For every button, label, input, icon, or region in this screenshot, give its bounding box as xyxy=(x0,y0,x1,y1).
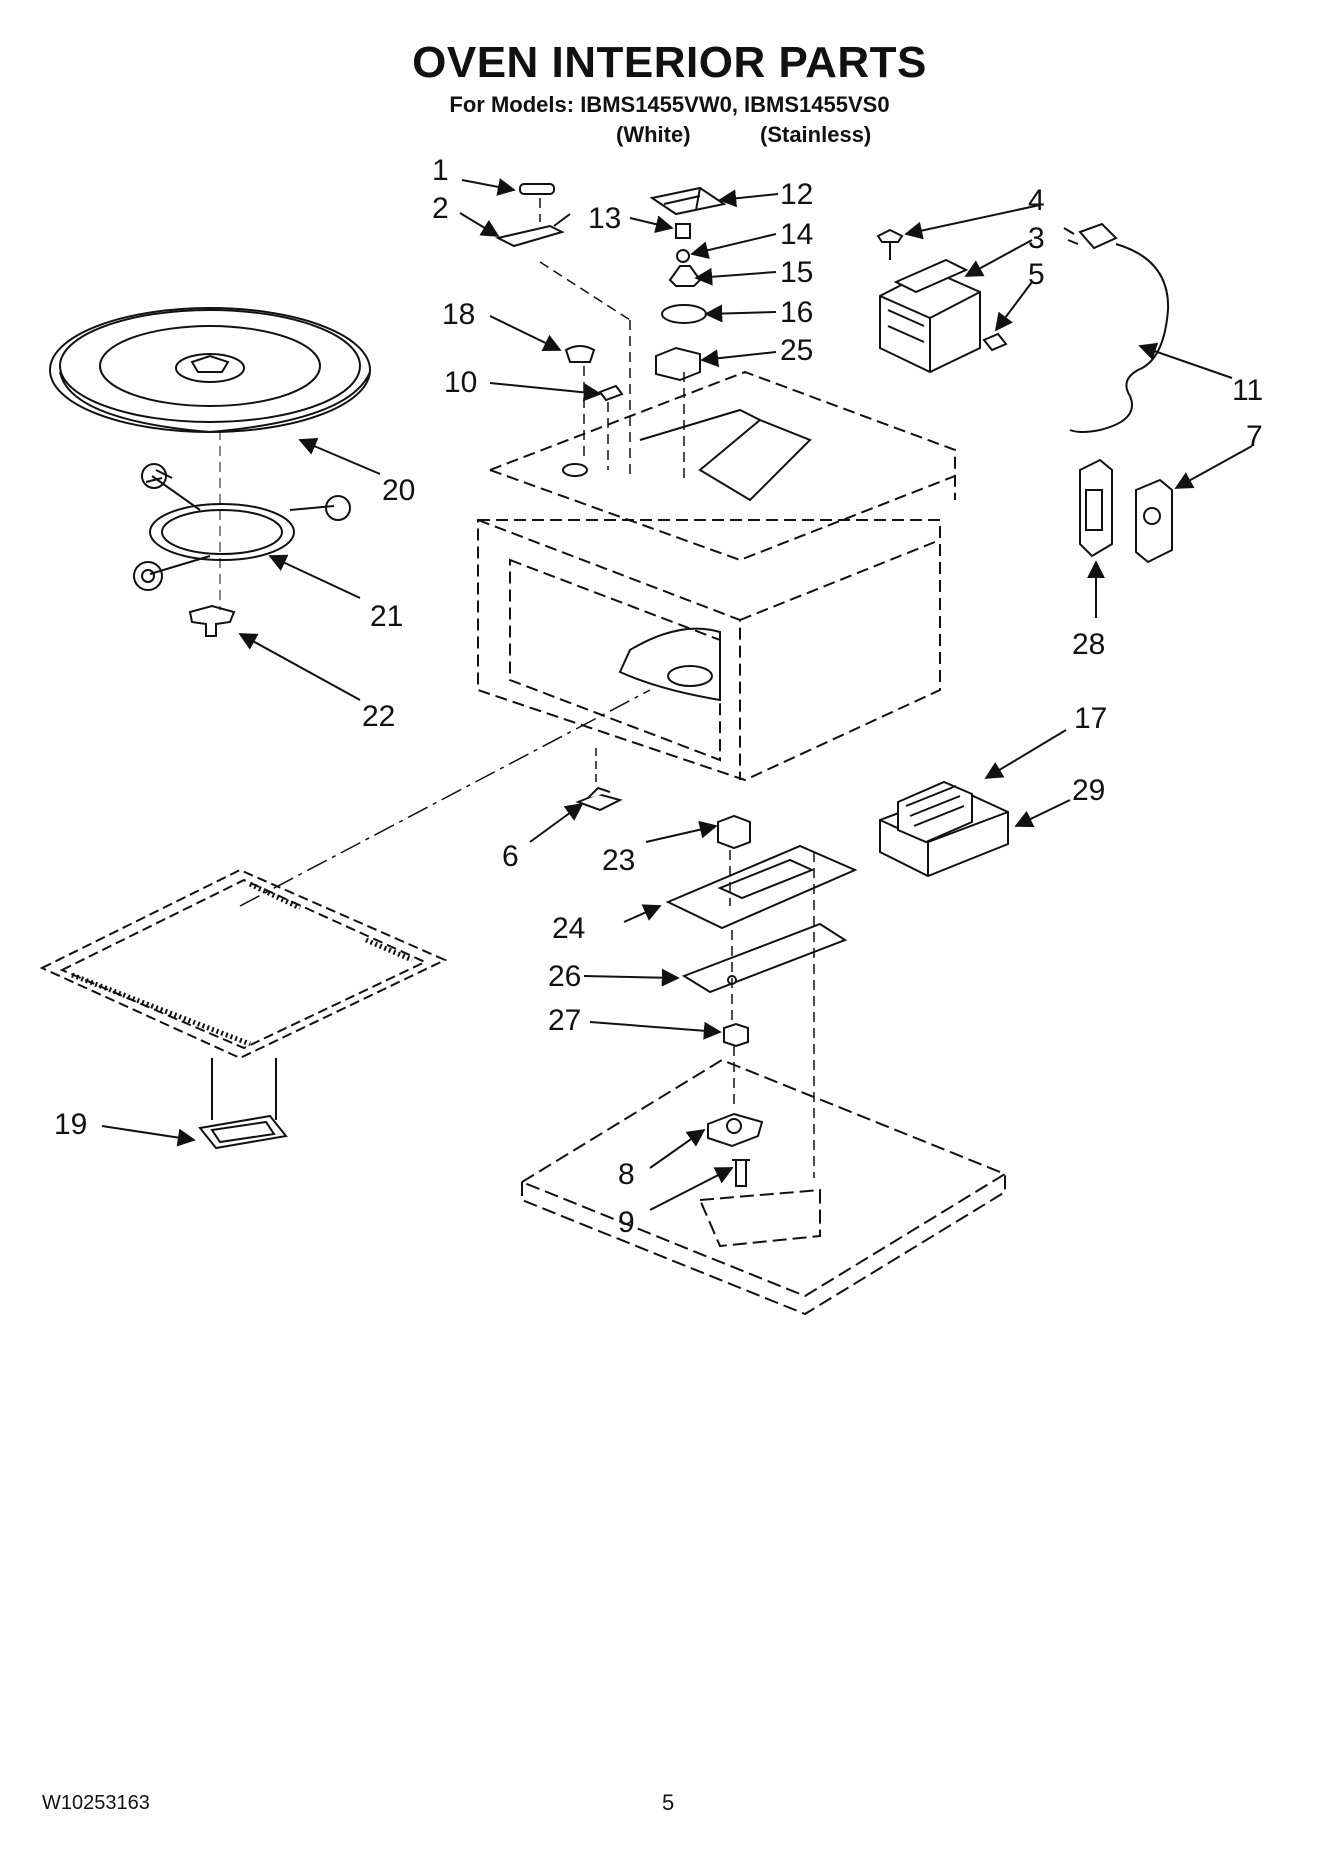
waveguide-cover-illustration xyxy=(39,868,448,1060)
callout-13: 13 xyxy=(588,202,621,235)
power-cord-illustration xyxy=(1063,222,1170,433)
transformer-illustration xyxy=(876,228,1008,374)
callout-16: 16 xyxy=(780,296,813,329)
callout-5: 5 xyxy=(1028,258,1045,291)
callout-4: 4 xyxy=(1028,184,1045,217)
motor-stack-illustration xyxy=(665,814,858,1187)
callout-14: 14 xyxy=(780,218,813,251)
callout-10: 10 xyxy=(444,366,477,399)
thermostat-illustration xyxy=(575,786,623,812)
callout-21: 21 xyxy=(370,600,403,633)
callout-8: 8 xyxy=(618,1158,635,1191)
callout-7: 7 xyxy=(1246,420,1263,453)
callout-28: 28 xyxy=(1072,628,1105,661)
interlock-bracket-illustration xyxy=(1079,458,1173,564)
variant-white: (White) xyxy=(616,122,691,147)
variant-stainless: (Stainless) xyxy=(760,122,872,147)
callout-9: 9 xyxy=(618,1206,635,1239)
callout-1: 1 xyxy=(432,154,449,187)
callout-27: 27 xyxy=(548,1004,581,1037)
callout-19: 19 xyxy=(54,1108,87,1141)
callout-3: 3 xyxy=(1028,222,1045,255)
document-number: W10253163 xyxy=(42,1792,150,1814)
models-line: For Models: IBMS1455VW0, IBMS1455VS0 xyxy=(449,92,890,117)
callout-29: 29 xyxy=(1072,774,1105,807)
callout-15: 15 xyxy=(780,256,813,289)
callout-11: 11 xyxy=(1232,374,1263,407)
callout-22: 22 xyxy=(362,700,395,733)
callout-12: 12 xyxy=(780,178,813,211)
roller-ring-illustration xyxy=(133,463,351,591)
callout-17: 17 xyxy=(1074,702,1107,735)
coupler-illustration xyxy=(188,604,236,637)
oven-cavity-illustration xyxy=(477,370,956,782)
callout-18: 18 xyxy=(442,298,475,331)
callout-2: 2 xyxy=(432,192,449,225)
control-module-illustration xyxy=(879,780,1009,878)
callout-20: 20 xyxy=(382,474,415,507)
callout-6: 6 xyxy=(502,840,519,873)
callout-25: 25 xyxy=(780,334,813,367)
callout-24: 24 xyxy=(552,912,585,945)
callout-26: 26 xyxy=(548,960,581,993)
page-title: OVEN INTERIOR PARTS xyxy=(412,38,927,87)
callout-23: 23 xyxy=(602,844,635,877)
page-number: 5 xyxy=(662,1790,675,1815)
glass-tray-illustration xyxy=(49,307,371,434)
callout-labels: 1 2 3 4 5 6 7 8 9 10 11 12 13 14 15 16 1… xyxy=(54,154,1263,1239)
top-components-illustration xyxy=(495,183,727,402)
bottom-plate-illustration xyxy=(519,1058,1008,1316)
